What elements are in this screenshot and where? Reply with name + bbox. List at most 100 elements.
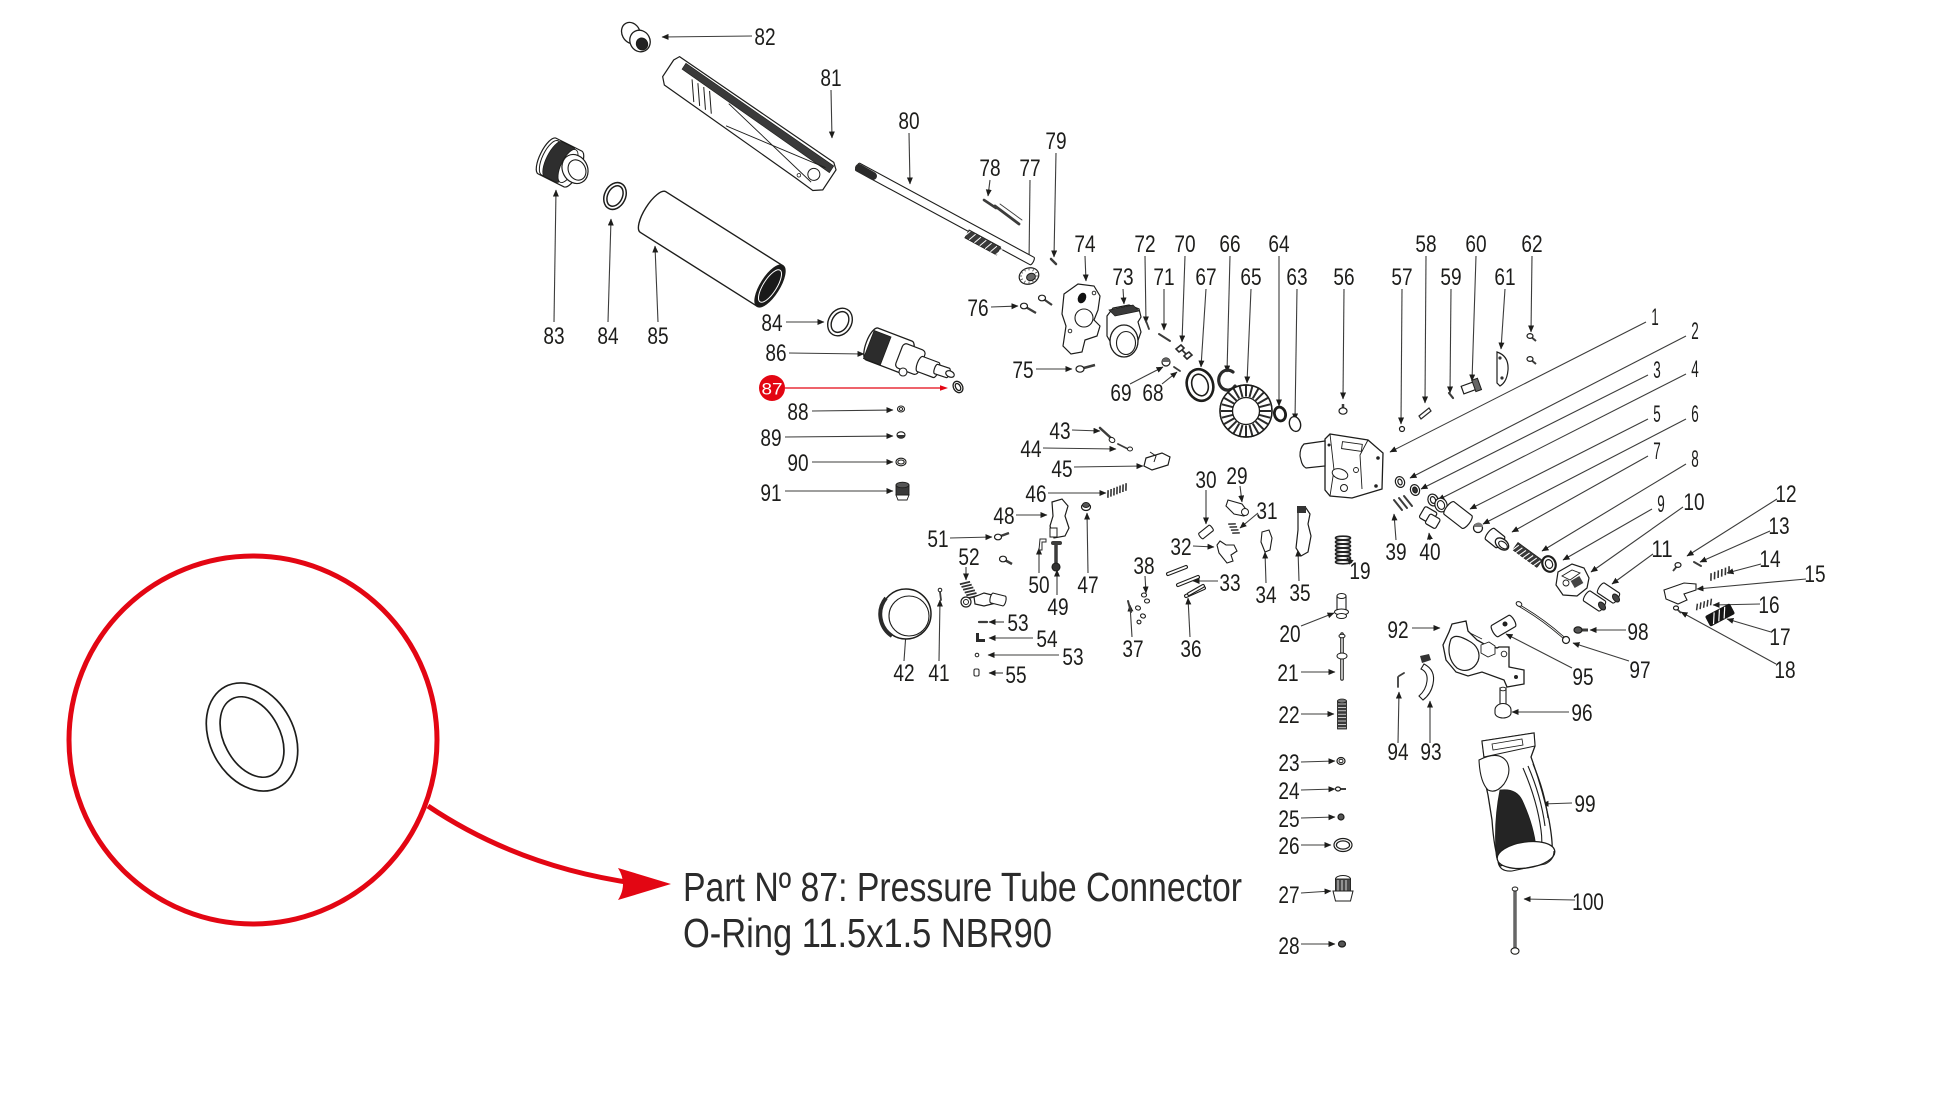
svg-text:48: 48: [993, 503, 1014, 530]
svg-text:62: 62: [1521, 231, 1542, 258]
svg-text:99: 99: [1574, 791, 1595, 818]
svg-text:47: 47: [1077, 572, 1098, 599]
svg-text:49: 49: [1047, 594, 1068, 621]
svg-text:4: 4: [1691, 356, 1699, 383]
svg-text:76: 76: [967, 295, 988, 322]
svg-text:84: 84: [761, 310, 782, 337]
svg-text:41: 41: [928, 660, 949, 687]
svg-text:27: 27: [1278, 882, 1299, 909]
svg-text:28: 28: [1278, 933, 1299, 960]
svg-text:61: 61: [1494, 264, 1515, 291]
svg-text:30: 30: [1195, 467, 1216, 494]
svg-text:58: 58: [1415, 231, 1436, 258]
svg-text:51: 51: [927, 526, 948, 553]
svg-text:65: 65: [1240, 264, 1261, 291]
svg-text:55: 55: [1005, 662, 1026, 689]
svg-text:74: 74: [1074, 231, 1095, 258]
svg-text:82: 82: [754, 24, 775, 51]
svg-text:24: 24: [1278, 778, 1299, 805]
svg-text:43: 43: [1049, 418, 1070, 445]
svg-text:Part Nº 87: Pressure Tube Conn: Part Nº 87: Pressure Tube Connector: [683, 864, 1242, 910]
svg-text:20: 20: [1279, 621, 1300, 648]
svg-text:68: 68: [1142, 380, 1163, 407]
svg-text:54: 54: [1036, 626, 1057, 653]
svg-text:33: 33: [1219, 570, 1240, 597]
svg-text:67: 67: [1195, 264, 1216, 291]
svg-text:73: 73: [1112, 264, 1133, 291]
svg-text:96: 96: [1571, 700, 1592, 727]
svg-text:63: 63: [1286, 264, 1307, 291]
svg-text:53: 53: [1062, 644, 1083, 671]
svg-text:97: 97: [1629, 657, 1650, 684]
svg-text:56: 56: [1333, 264, 1354, 291]
svg-text:69: 69: [1110, 380, 1131, 407]
svg-text:78: 78: [979, 155, 1000, 182]
svg-text:16: 16: [1758, 592, 1779, 619]
svg-text:8: 8: [1691, 446, 1699, 473]
svg-text:46: 46: [1025, 481, 1046, 508]
svg-text:77: 77: [1019, 155, 1040, 182]
svg-text:11: 11: [1651, 536, 1672, 563]
svg-text:84: 84: [597, 323, 618, 350]
svg-text:39: 39: [1385, 539, 1406, 566]
svg-text:80: 80: [898, 108, 919, 135]
svg-text:5: 5: [1653, 401, 1661, 428]
svg-text:O-Ring 11.5x1.5 NBR90: O-Ring 11.5x1.5 NBR90: [683, 910, 1052, 956]
svg-text:98: 98: [1627, 619, 1648, 646]
svg-text:88: 88: [787, 399, 808, 426]
svg-text:66: 66: [1219, 231, 1240, 258]
svg-text:19: 19: [1349, 558, 1370, 585]
svg-text:22: 22: [1278, 702, 1299, 729]
svg-text:89: 89: [760, 425, 781, 452]
svg-text:81: 81: [820, 65, 841, 92]
svg-text:71: 71: [1153, 264, 1174, 291]
svg-text:94: 94: [1387, 739, 1408, 766]
svg-text:21: 21: [1277, 660, 1298, 687]
svg-text:79: 79: [1045, 128, 1066, 155]
svg-text:6: 6: [1691, 401, 1699, 428]
svg-text:3: 3: [1653, 357, 1661, 384]
svg-text:90: 90: [787, 450, 808, 477]
svg-text:12: 12: [1775, 481, 1796, 508]
svg-text:57: 57: [1391, 264, 1412, 291]
svg-text:44: 44: [1020, 436, 1041, 463]
svg-text:32: 32: [1170, 534, 1191, 561]
svg-text:93: 93: [1420, 739, 1441, 766]
svg-text:29: 29: [1226, 463, 1247, 490]
svg-text:91: 91: [760, 480, 781, 507]
svg-text:75: 75: [1012, 357, 1033, 384]
svg-text:95: 95: [1572, 664, 1593, 691]
svg-text:26: 26: [1278, 833, 1299, 860]
svg-text:31: 31: [1256, 498, 1277, 525]
svg-text:53: 53: [1007, 610, 1028, 637]
svg-text:52: 52: [958, 544, 979, 571]
svg-text:60: 60: [1465, 231, 1486, 258]
svg-text:10: 10: [1683, 489, 1704, 516]
svg-text:14: 14: [1759, 546, 1780, 573]
svg-text:42: 42: [893, 660, 914, 687]
svg-text:83: 83: [543, 323, 564, 350]
svg-text:92: 92: [1387, 617, 1408, 644]
svg-text:70: 70: [1174, 231, 1195, 258]
svg-text:15: 15: [1804, 561, 1825, 588]
svg-text:34: 34: [1255, 582, 1276, 609]
svg-text:18: 18: [1774, 657, 1795, 684]
svg-text:86: 86: [765, 340, 786, 367]
svg-text:9: 9: [1657, 491, 1665, 518]
svg-text:100: 100: [1572, 889, 1604, 916]
svg-text:23: 23: [1278, 750, 1299, 777]
svg-text:1: 1: [1651, 304, 1659, 331]
svg-text:35: 35: [1289, 580, 1310, 607]
svg-text:59: 59: [1440, 264, 1461, 291]
svg-text:7: 7: [1653, 438, 1661, 465]
svg-text:37: 37: [1122, 636, 1143, 663]
svg-text:72: 72: [1134, 231, 1155, 258]
svg-text:13: 13: [1768, 513, 1789, 540]
svg-text:40: 40: [1419, 539, 1440, 566]
svg-text:25: 25: [1278, 806, 1299, 833]
svg-text:17: 17: [1769, 624, 1790, 651]
svg-text:85: 85: [647, 323, 668, 350]
svg-text:87: 87: [762, 381, 783, 399]
svg-text:50: 50: [1028, 572, 1049, 599]
svg-text:2: 2: [1691, 318, 1699, 345]
